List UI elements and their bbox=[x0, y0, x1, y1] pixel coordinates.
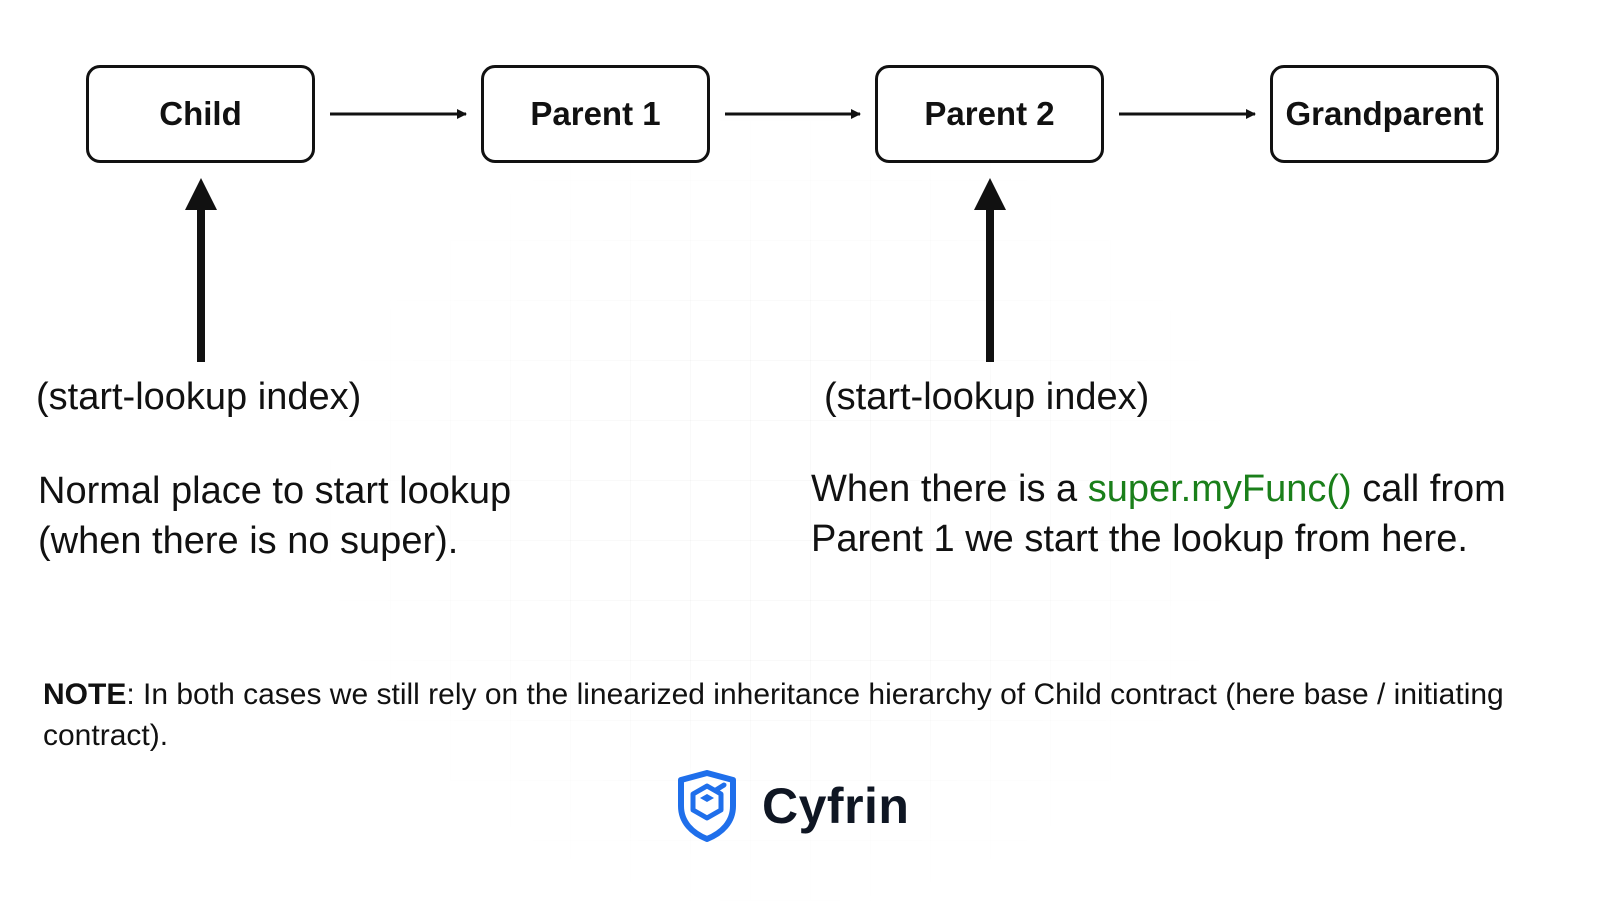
node-child: Child bbox=[86, 65, 315, 163]
cyfrin-wordmark: Cyfrin bbox=[762, 778, 910, 834]
left-description-line-2: (when there is no super). bbox=[38, 520, 459, 562]
super-call-code: super.myFunc() bbox=[1087, 468, 1352, 510]
node-grandparent: Grandparent bbox=[1270, 65, 1499, 163]
right-description-line-2: Parent 1 we start the lookup from here. bbox=[811, 518, 1468, 560]
pointer-arrow-parent2 bbox=[974, 178, 1006, 362]
pointer-arrow-child bbox=[185, 178, 217, 362]
note-label: NOTE bbox=[43, 678, 127, 711]
right-description-line-1: When there is a super.myFunc() call from bbox=[811, 464, 1506, 514]
right-desc-suffix: call from bbox=[1351, 468, 1506, 510]
node-parent-1: Parent 1 bbox=[481, 65, 710, 163]
start-lookup-label-right: (start-lookup index) bbox=[824, 376, 1150, 418]
background-grid bbox=[330, 120, 1230, 901]
left-description-line-1: Normal place to start lookup bbox=[38, 470, 512, 512]
node-parent-2: Parent 2 bbox=[875, 65, 1104, 163]
cyfrin-shield-icon bbox=[678, 770, 736, 842]
left-description: Normal place to start lookup (when there… bbox=[38, 466, 511, 566]
right-desc-prefix: When there is a bbox=[811, 468, 1088, 510]
start-lookup-label-left: (start-lookup index) bbox=[36, 376, 362, 418]
right-description: When there is a super.myFunc() call from… bbox=[811, 464, 1506, 564]
cyfrin-logo: Cyfrin bbox=[676, 770, 909, 842]
note-text: : In both cases we still rely on the lin… bbox=[43, 678, 1504, 752]
note-paragraph: NOTE: In both cases we still rely on the… bbox=[43, 674, 1563, 756]
